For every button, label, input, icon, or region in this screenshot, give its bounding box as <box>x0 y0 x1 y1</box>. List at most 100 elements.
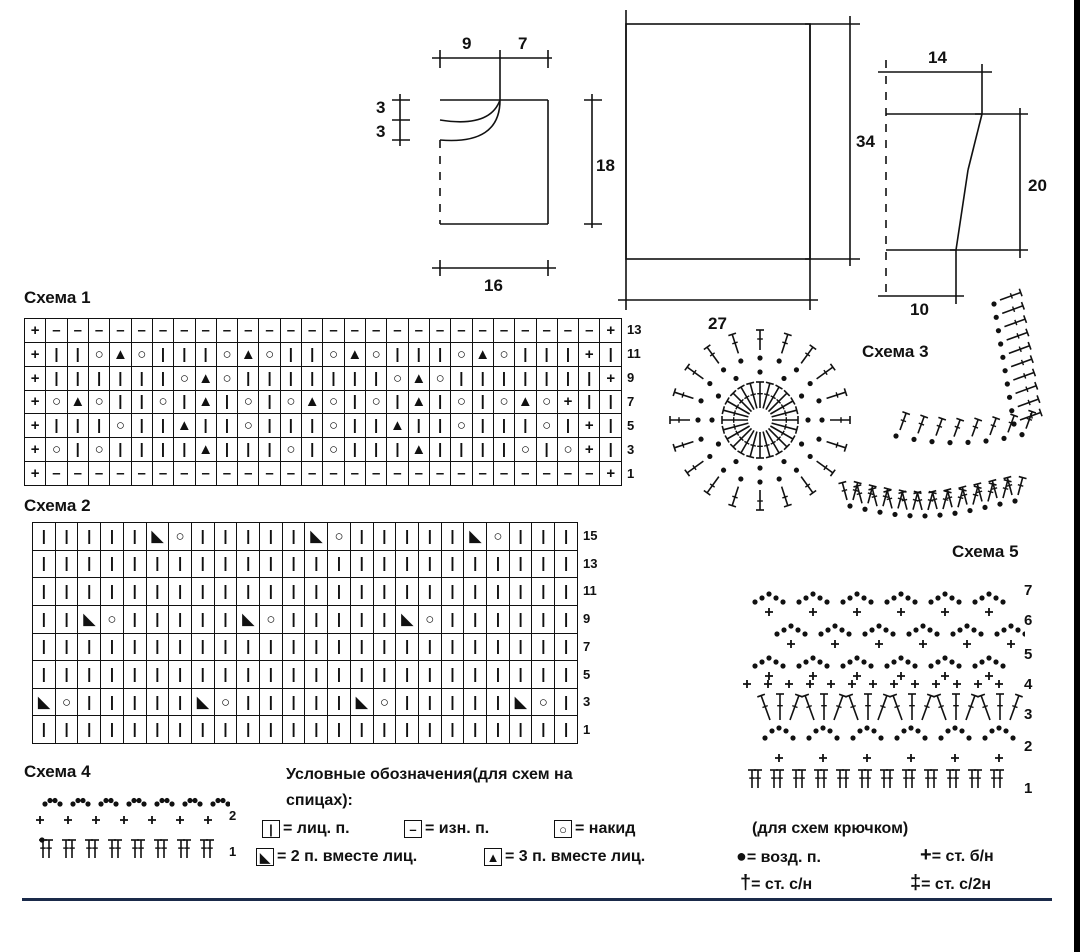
purl-cell: – <box>322 318 345 343</box>
chain-stitch <box>989 728 995 734</box>
chain-stitch <box>141 801 147 807</box>
knit-cell: | <box>301 413 324 439</box>
knit-cell: | <box>486 715 510 744</box>
knit-cell: | <box>327 632 351 662</box>
scheme-2-title: Схема 2 <box>24 496 91 515</box>
chain-stitch <box>807 380 813 387</box>
knit-cell: | <box>531 715 556 744</box>
chain-stitch <box>113 801 119 807</box>
chain-stitch <box>790 735 796 741</box>
single-crochet <box>941 608 949 616</box>
chain-stitch <box>103 797 109 804</box>
chain-stitch <box>912 599 918 605</box>
knit-cell: | <box>281 687 306 717</box>
chain-stitch <box>998 341 1004 347</box>
purl-cell: – <box>151 461 175 486</box>
knit-stitch-icon: | <box>262 820 280 838</box>
chain-stitch <box>1012 498 1018 504</box>
chain-stitch <box>982 735 988 741</box>
knit-cell: | <box>77 549 102 579</box>
chain-stitch <box>945 728 951 734</box>
double-crochet-icon: † <box>740 872 752 894</box>
k2tog-cell: ◣ <box>304 522 329 551</box>
yarn-over-cell: ○ <box>87 389 111 415</box>
chain-stitch <box>75 797 81 804</box>
chain-stitch <box>182 801 188 807</box>
legend-k3tog: ▲= 3 п. вместе лиц. <box>484 848 645 866</box>
knit-cell: | <box>213 577 238 606</box>
knit-cell: | <box>395 715 419 744</box>
double-crochet <box>674 440 694 449</box>
knit-cell: | <box>428 413 452 439</box>
single-crochet <box>907 754 915 762</box>
knit-cell: | <box>327 604 351 634</box>
knit-cell: | <box>213 549 238 579</box>
double-crochet <box>749 431 758 457</box>
knit-cell: | <box>471 413 494 439</box>
knit-cell: | <box>145 604 170 634</box>
purl-cell: – <box>279 461 303 486</box>
single-crochet <box>176 816 184 824</box>
front-dim-height: 18 <box>596 156 615 175</box>
yarn-over-cell: ○ <box>100 604 124 634</box>
knit-cell: | <box>349 660 374 689</box>
chain-stitch <box>1000 599 1006 605</box>
chain-stitch <box>956 599 962 605</box>
chain-stitch <box>942 655 948 661</box>
knit-cell: | <box>364 437 388 463</box>
knit-cell: | <box>343 365 367 391</box>
double-crochet <box>1004 318 1026 328</box>
chain-stitch <box>908 725 914 731</box>
knit-cell: | <box>213 522 238 551</box>
legend-k2tog: ◣= 2 п. вместе лиц. <box>256 848 417 866</box>
knit-cell: | <box>508 549 533 579</box>
knit-cell: | <box>281 715 306 744</box>
front-dim-width: 16 <box>484 276 503 295</box>
chain-stitch <box>846 631 852 637</box>
chain-stitch <box>877 509 883 515</box>
chain-stitch <box>695 417 701 423</box>
knit-cell: | <box>122 604 147 634</box>
chain-stitch <box>776 358 782 364</box>
knit-cell: | <box>492 413 516 439</box>
k3tog-cell: ▲ <box>407 389 430 415</box>
chain-stitch <box>154 801 160 807</box>
knit-cell: | <box>486 632 510 662</box>
chain-stitch <box>928 599 934 605</box>
yarn-over-cell: ○ <box>372 687 397 717</box>
single-crochet <box>36 816 44 824</box>
knit-cell: | <box>531 577 556 606</box>
image-border <box>1074 0 1080 952</box>
double-crochet <box>765 386 780 411</box>
knit-cell: | <box>407 413 430 439</box>
chain-stitch <box>1019 432 1025 438</box>
purl-cell: – <box>258 461 281 486</box>
chain-stitch <box>819 417 825 423</box>
single-crochet <box>951 754 959 762</box>
legend-knit-title-2: спицах): <box>286 792 353 809</box>
double-crochet <box>723 409 749 418</box>
chain-stitch <box>57 801 63 807</box>
chain-stitch <box>773 659 779 665</box>
chain-stitch <box>52 797 58 804</box>
chain-stitch <box>942 591 948 597</box>
knit-cell: | <box>349 522 374 551</box>
knit-cell: | <box>556 365 580 391</box>
knit-cell: | <box>54 577 79 606</box>
double-crochet <box>769 400 794 415</box>
knit-cell: | <box>386 389 409 415</box>
double-crochet <box>1001 305 1024 315</box>
knit-cell: | <box>77 522 102 551</box>
knit-cell: | <box>417 549 442 579</box>
double-crochet <box>726 400 751 415</box>
knit-cell: | <box>168 660 192 689</box>
double-crochet <box>765 429 780 454</box>
chain-stitch <box>715 441 722 447</box>
edge-cell: + <box>599 365 622 391</box>
scheme-4-title: Схема 4 <box>24 762 91 781</box>
chain-stitch <box>894 735 900 741</box>
chain-stitch <box>854 655 860 661</box>
scheme-4-row-1: 1 <box>229 844 237 859</box>
knit-cell: | <box>327 549 351 579</box>
chain-stitch <box>813 728 819 734</box>
